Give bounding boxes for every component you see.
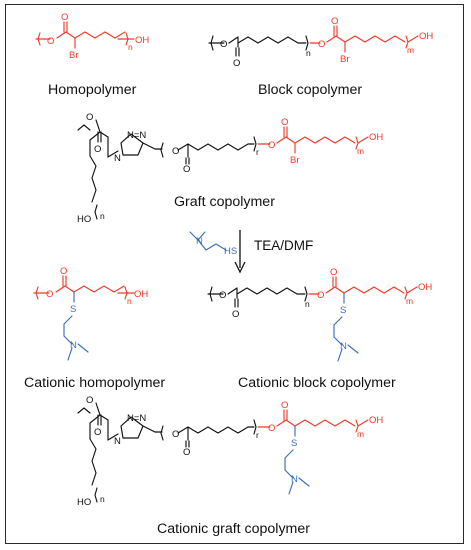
svg-text:OH: OH [419, 31, 433, 42]
svg-text:O: O [219, 290, 226, 301]
repeat-n: n [128, 42, 133, 52]
ester-oxygen: O [47, 36, 54, 47]
triazole-label: N=N [127, 130, 146, 141]
svg-text:n: n [305, 299, 310, 309]
cationic-graft-copolymer-structure: O O N N=N O O r O O m OH S N n HO [77, 395, 383, 508]
bromo-substituent: Br [69, 50, 79, 61]
svg-text:m: m [407, 45, 414, 55]
svg-text:O: O [86, 395, 93, 406]
svg-text:m: m [406, 296, 413, 306]
svg-text:m: m [357, 146, 364, 156]
svg-text:HO: HO [77, 497, 91, 508]
block-copolymer-label: Block copolymer [258, 82, 363, 98]
svg-text:S: S [340, 305, 346, 316]
svg-text:n: n [100, 494, 105, 504]
block-copolymer-structure: O O n O O Br m OH [208, 16, 433, 69]
svg-text:O: O [268, 140, 275, 151]
svg-text:O: O [94, 144, 101, 155]
cationic-graft-copolymer-label: Cationic graft copolymer [157, 521, 310, 537]
svg-text:S: S [291, 438, 297, 449]
svg-text:Br: Br [290, 155, 300, 166]
svg-text:O: O [318, 39, 325, 50]
svg-text:N=N: N=N [127, 413, 146, 424]
svg-text:O: O [172, 429, 179, 440]
hydroxyl-end: OH [135, 35, 149, 46]
svg-text:N: N [340, 341, 347, 352]
svg-text:n: n [306, 48, 311, 58]
cationic-block-copolymer-label: Cationic block copolymer [238, 375, 396, 391]
svg-text:HO: HO [77, 214, 91, 225]
svg-text:Br: Br [340, 54, 350, 65]
svg-text:OH: OH [134, 289, 148, 300]
svg-text:N: N [70, 340, 77, 351]
svg-text:O: O [86, 112, 93, 123]
svg-text:O: O [268, 423, 275, 434]
svg-text:HS: HS [224, 246, 237, 257]
svg-text:r: r [256, 430, 259, 440]
reaction-conditions: TEA/DMF [254, 238, 314, 253]
reaction-arrow [234, 230, 246, 274]
svg-text:O: O [220, 39, 227, 50]
homopolymer-label: Homopolymer [48, 82, 137, 98]
svg-text:n: n [100, 211, 105, 221]
svg-text:S: S [70, 304, 76, 315]
svg-text:O: O [183, 164, 190, 175]
svg-text:O: O [94, 427, 101, 438]
svg-text:n: n [127, 296, 132, 306]
graft-copolymer-label: Graft copolymer [174, 194, 275, 210]
svg-text:m: m [357, 429, 364, 439]
cationic-homopolymer-label: Cationic homopolymer [24, 375, 166, 391]
svg-text:O: O [46, 289, 53, 300]
graft-copolymer-structure: O O N N=N O O r O O Br m OH n [77, 112, 383, 225]
svg-text:r: r [256, 147, 259, 157]
svg-text:OH: OH [369, 415, 383, 426]
svg-text:OH: OH [369, 132, 383, 143]
svg-text:N: N [291, 474, 298, 485]
svg-text:O: O [281, 400, 288, 411]
svg-text:N: N [114, 436, 121, 447]
homopolymer-structure: O O Br n OH [35, 12, 149, 61]
svg-text:N: N [196, 236, 203, 247]
cationic-homopolymer-structure: O O n OH S N [33, 266, 148, 361]
svg-text:O: O [183, 447, 190, 458]
svg-text:O: O [317, 290, 324, 301]
svg-text:O: O [233, 58, 240, 69]
reagent-structure: N HS [189, 231, 237, 257]
cationic-block-copolymer-structure: O O n O O m OH S N [207, 267, 432, 362]
svg-text:OH: OH [418, 282, 432, 293]
carbonyl-oxygen: O [61, 12, 68, 23]
svg-text:O: O [281, 117, 288, 128]
svg-text:O: O [331, 16, 338, 27]
svg-text:N: N [114, 153, 121, 164]
svg-text:O: O [172, 146, 179, 157]
svg-text:O: O [330, 267, 337, 278]
svg-text:O: O [232, 309, 239, 320]
figure-frame [5, 4, 464, 544]
svg-text:O: O [60, 266, 67, 277]
